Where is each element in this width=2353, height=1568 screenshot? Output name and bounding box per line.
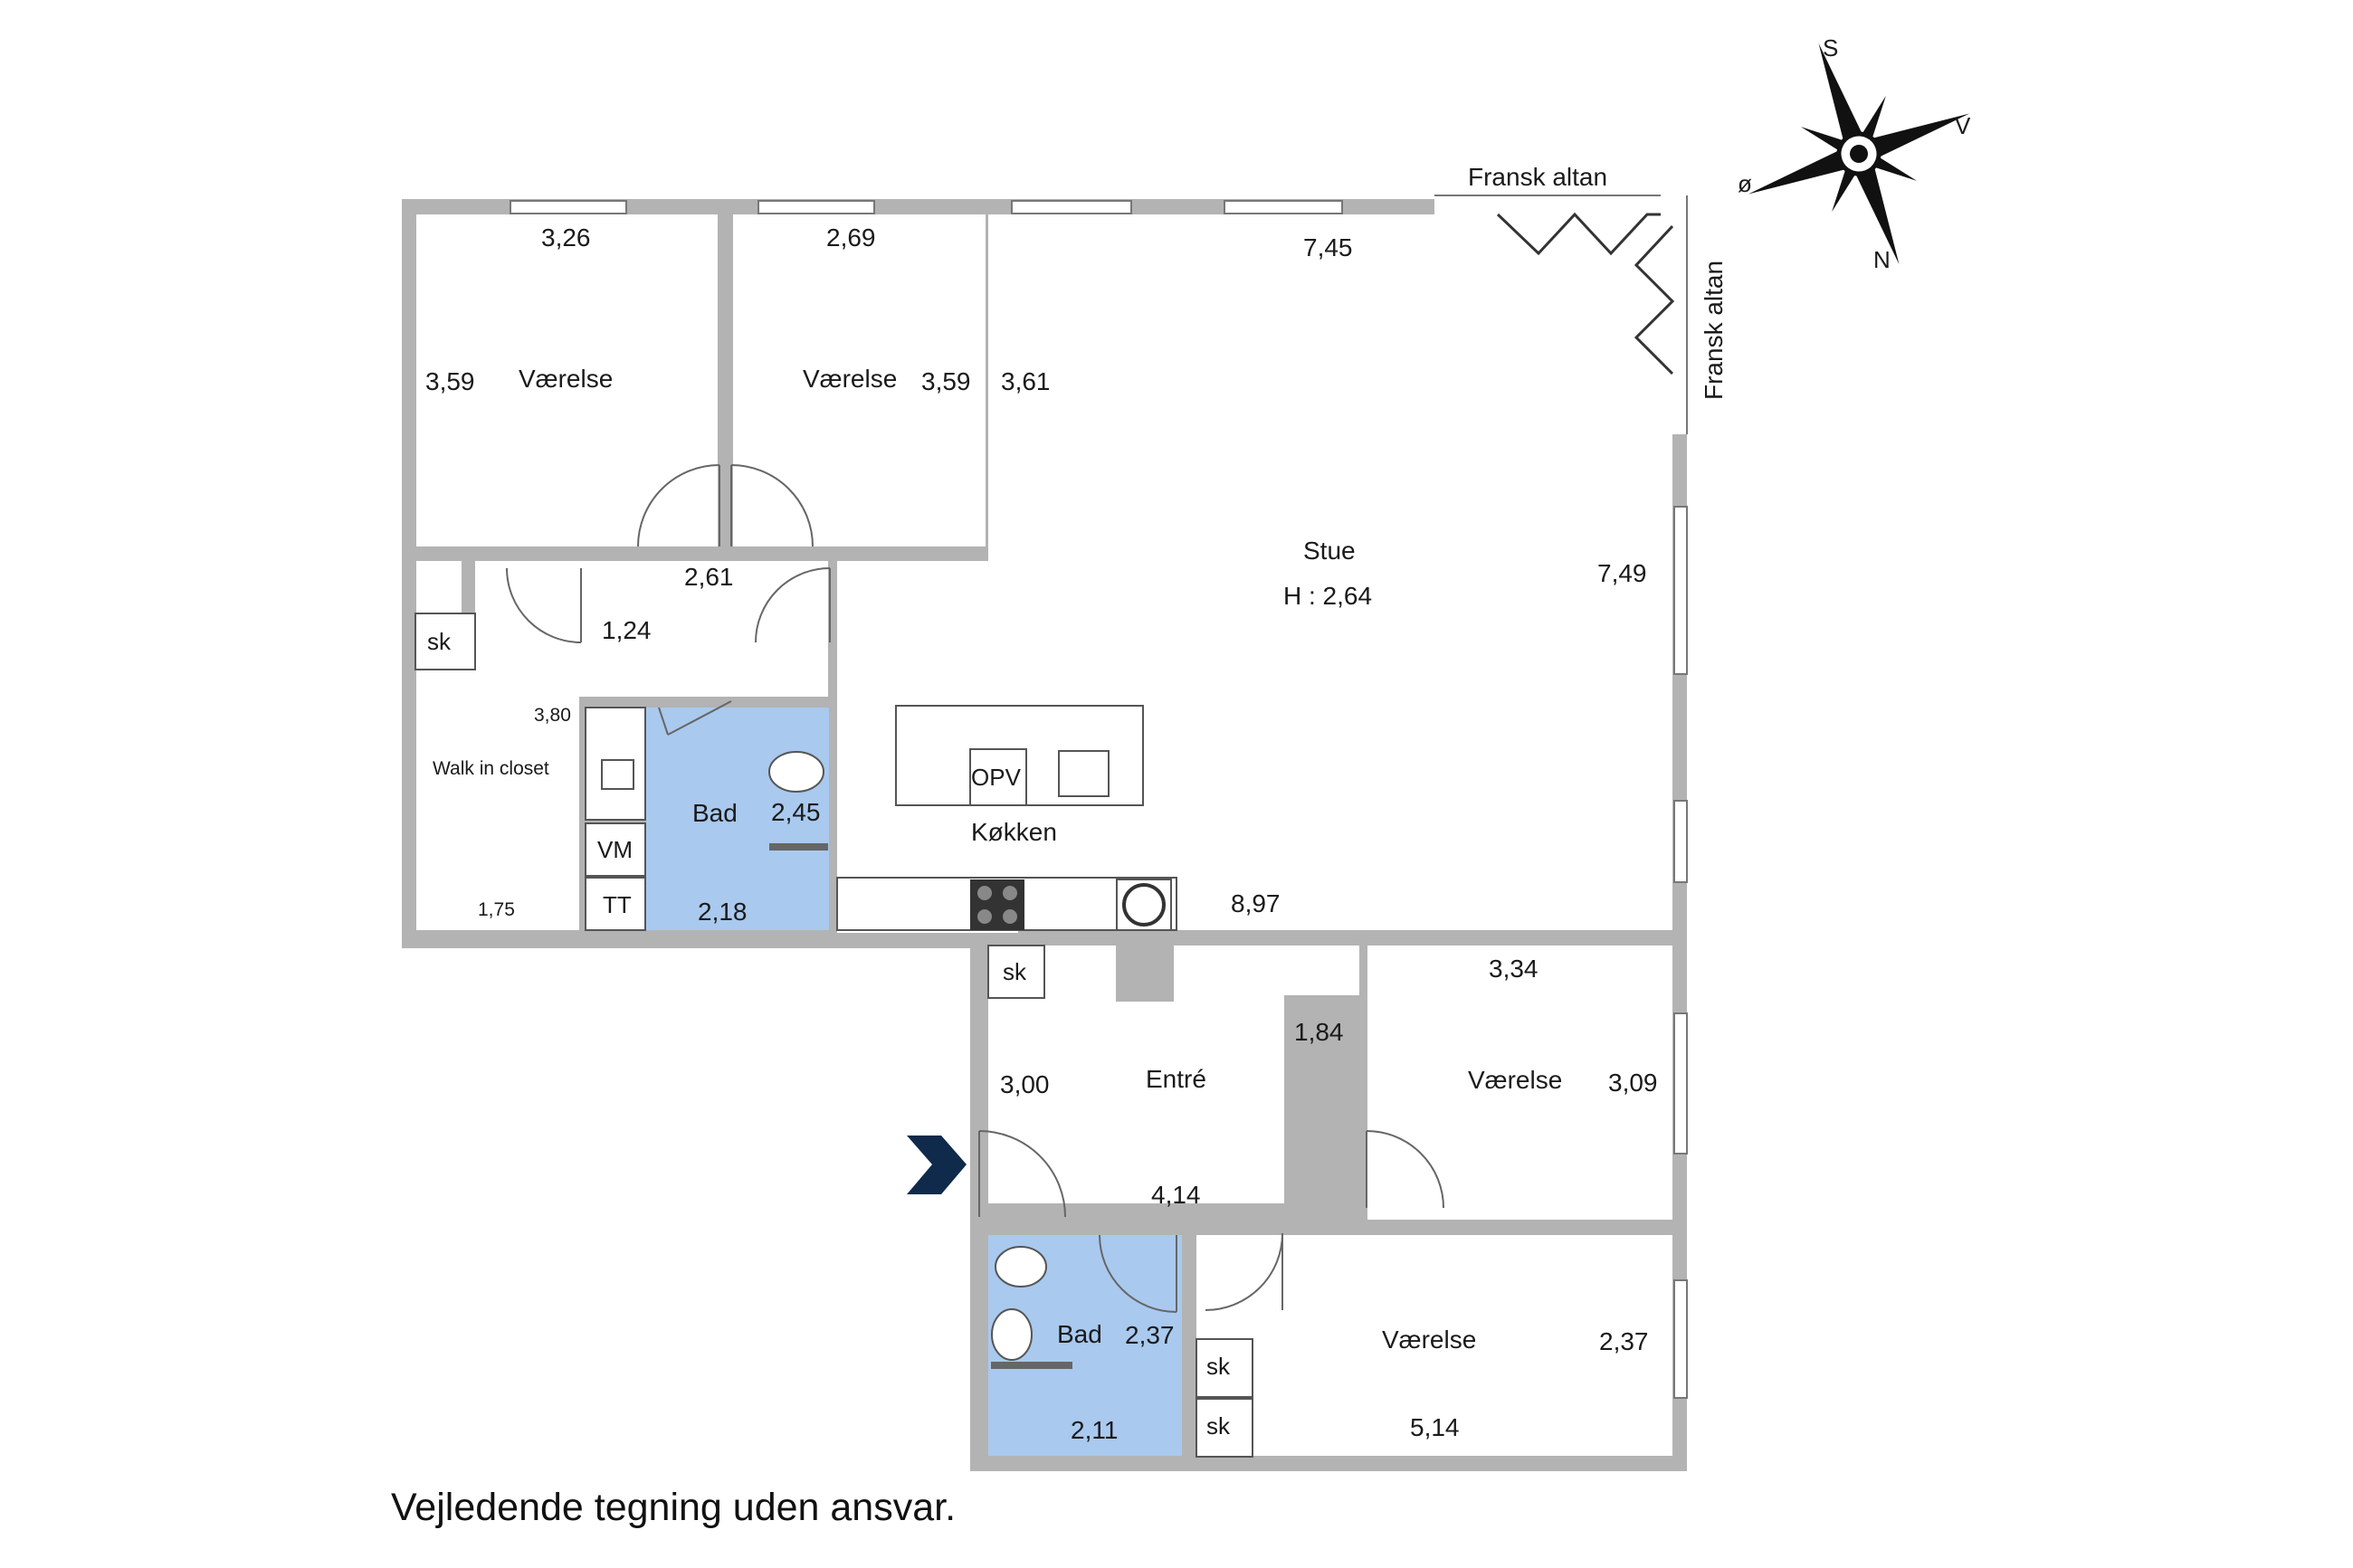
french-balcony bbox=[1434, 190, 1692, 434]
bedroom4-closet-2 bbox=[1196, 1398, 1253, 1458]
living-name: Stue bbox=[1303, 537, 1356, 565]
living-depth-left: 3,61 bbox=[1001, 367, 1051, 395]
kitchen-fixtures bbox=[836, 705, 1177, 1002]
disclaimer-text: Vejledende tegning uden ansvar. bbox=[391, 1486, 957, 1529]
kitchen-name: Køkken bbox=[971, 818, 1057, 846]
bedroom1-depth: 3,59 bbox=[425, 367, 475, 395]
doors bbox=[506, 464, 1444, 1313]
entry-name: Entré bbox=[1146, 1065, 1206, 1093]
washer bbox=[585, 822, 646, 877]
window bbox=[1673, 1279, 1688, 1399]
walkin-closet-label: sk bbox=[427, 628, 452, 655]
window bbox=[1011, 200, 1132, 214]
stove-icon bbox=[970, 879, 1024, 930]
dishwasher bbox=[969, 748, 1027, 806]
living-kitchen-depth: 8,97 bbox=[1231, 889, 1281, 917]
entry-closet bbox=[987, 945, 1045, 999]
entry-corridor-width: 1,84 bbox=[1294, 1018, 1344, 1046]
windows bbox=[510, 200, 1688, 1399]
bath2-depth: 2,37 bbox=[1125, 1321, 1175, 1349]
bath-fixtures bbox=[768, 751, 1072, 1369]
window bbox=[1673, 506, 1688, 675]
living-depth: 7,49 bbox=[1597, 559, 1647, 587]
window bbox=[1224, 200, 1343, 214]
bedroom4-closet-1 bbox=[1196, 1338, 1253, 1398]
bedroom1-name: Værelse bbox=[519, 365, 613, 393]
cabinets bbox=[414, 613, 1253, 1458]
bath1-name: Bad bbox=[692, 799, 738, 827]
bedroom4-name: Værelse bbox=[1382, 1326, 1476, 1354]
bath1-washer-label: VM bbox=[597, 836, 633, 863]
hall-depth: 1,24 bbox=[602, 616, 652, 644]
bedroom3-depth: 3,09 bbox=[1608, 1069, 1658, 1097]
compass-west-label: V bbox=[1955, 112, 1971, 139]
french-balcony-side-label: Fransk altan bbox=[1700, 261, 1728, 400]
bedroom3-width: 3,34 bbox=[1489, 955, 1538, 983]
toilet-icon bbox=[768, 751, 824, 793]
window bbox=[757, 200, 875, 214]
kitchen-sink-icon bbox=[1058, 750, 1110, 797]
kitchen-dishwasher-label: OPV bbox=[971, 764, 1022, 791]
walkin-name: Walk in closet bbox=[433, 758, 549, 779]
toilet-icon bbox=[995, 1246, 1047, 1288]
bedroom2-name: Værelse bbox=[803, 365, 897, 393]
bedroom4-width: 5,14 bbox=[1410, 1413, 1460, 1441]
entry-closet-label: sk bbox=[1003, 958, 1027, 985]
room-floors bbox=[416, 214, 1672, 1456]
entry-depth: 3,00 bbox=[1000, 1070, 1050, 1098]
compass-east-label: ø bbox=[1738, 170, 1752, 197]
window bbox=[1673, 800, 1688, 883]
compass-icon bbox=[1748, 43, 1970, 265]
bedroom2-width: 2,69 bbox=[826, 223, 876, 252]
walkin-depth: 3,80 bbox=[534, 705, 571, 726]
walkin-width: 1,75 bbox=[478, 899, 515, 920]
compass-south-label: S bbox=[1823, 34, 1838, 62]
sink-icon bbox=[601, 759, 634, 790]
bedroom4-depth: 2,37 bbox=[1599, 1327, 1649, 1355]
dryer bbox=[585, 877, 646, 931]
compass-north-label: N bbox=[1873, 246, 1891, 273]
sink-icon bbox=[991, 1308, 1033, 1361]
window bbox=[510, 200, 627, 214]
hall-width: 2,61 bbox=[684, 563, 734, 591]
french-balcony-top-label: Fransk altan bbox=[1468, 163, 1607, 191]
entry-width: 4,14 bbox=[1151, 1181, 1201, 1209]
bedroom2-depth: 3,59 bbox=[921, 367, 971, 395]
living-ceiling-height: H : 2,64 bbox=[1283, 582, 1372, 610]
bath2-name: Bad bbox=[1057, 1320, 1102, 1348]
bath1-width: 2,18 bbox=[698, 898, 748, 926]
living-width: 7,45 bbox=[1303, 233, 1353, 261]
bath2-width: 2,11 bbox=[1071, 1416, 1118, 1444]
bedroom4-closet2-label: sk bbox=[1206, 1412, 1231, 1440]
bath1-depth: 2,45 bbox=[771, 798, 821, 826]
bath1-dryer-label: TT bbox=[603, 891, 632, 918]
entrance-arrow-icon bbox=[907, 1136, 967, 1194]
bedroom3-name: Værelse bbox=[1468, 1066, 1562, 1094]
column bbox=[1116, 932, 1174, 1002]
bedroom1-width: 3,26 bbox=[541, 223, 591, 252]
window bbox=[1673, 1012, 1688, 1155]
walkin-closet-cabinet bbox=[414, 613, 476, 670]
bedroom4-closet1-label: sk bbox=[1206, 1353, 1231, 1380]
